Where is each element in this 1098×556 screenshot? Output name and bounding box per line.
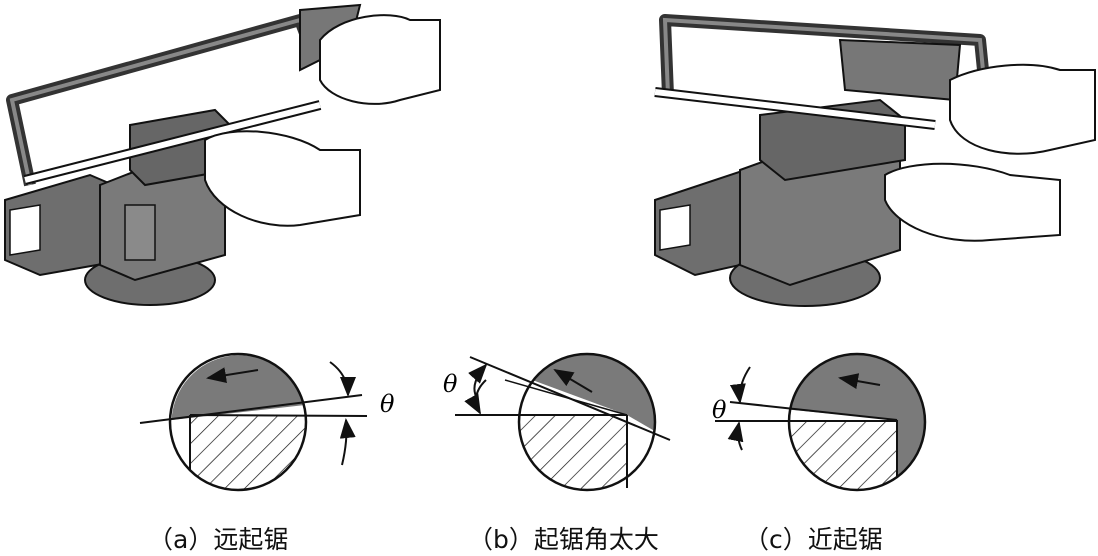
- direction-arrow-icon: [838, 373, 881, 389]
- angle-arrow-icon: [329, 361, 356, 397]
- direction-arrow-icon: [553, 368, 593, 393]
- section-diagram-b: [455, 352, 671, 492]
- caption-b: （b）起锯角太大: [468, 525, 659, 554]
- hand-icon: [204, 14, 441, 227]
- angle-arrow-icon: [727, 421, 744, 451]
- caption-a: （a）远起锯: [148, 525, 289, 554]
- section-diagram-c: [715, 352, 927, 492]
- hacksaw-icon: [654, 14, 991, 130]
- illustration-near-start: [654, 14, 1096, 307]
- vise-icon: [654, 98, 906, 307]
- angle-label-c: θ: [712, 396, 727, 424]
- hand-icon: [884, 63, 1096, 242]
- angle-label-b: θ: [443, 370, 458, 398]
- angle-arrow-icon: [339, 418, 356, 466]
- direction-arrow-icon: [206, 367, 259, 384]
- section-diagram-a: [139, 352, 368, 492]
- angle-arrow-icon: [729, 366, 751, 404]
- illustration-far-start: [4, 3, 441, 306]
- caption-c: （c）近起锯: [744, 525, 883, 554]
- angle-label-a: θ: [380, 390, 395, 418]
- angle-arrow-icon: [464, 379, 487, 415]
- hacksaw-icon: [6, 3, 362, 187]
